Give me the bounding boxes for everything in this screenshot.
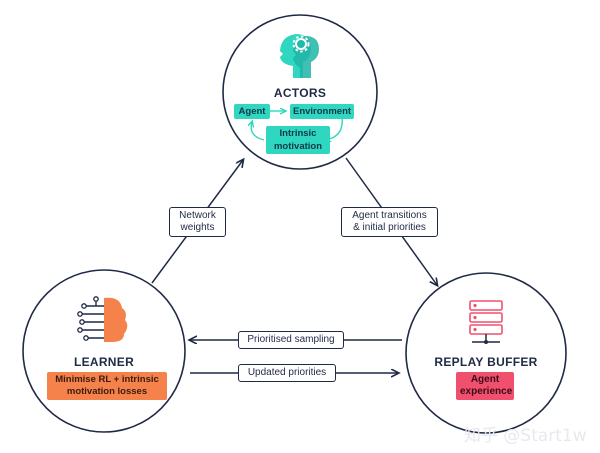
agent-experience-pill: Agent experience [456, 372, 514, 400]
replay-buffer-node [405, 272, 567, 434]
watermark-text: 知乎 @Start1w [464, 426, 587, 446]
agent-transitions-label: Agent transitions & initial priorities [341, 207, 438, 237]
actors-node [222, 14, 378, 170]
learner-node [22, 269, 186, 433]
head-gear-icon [280, 34, 319, 78]
learner-loss-pill: Minimise RL + intrinsic motivation losse… [47, 372, 167, 400]
updated-priorities-label: Updated priorities [238, 364, 336, 382]
intrinsic-motivation-pill: Intrinsic motivation [266, 126, 330, 154]
agent-pill: Agent [234, 104, 270, 119]
actors-title: ACTORS [273, 86, 327, 100]
network-weights-label: Network weights [169, 207, 226, 237]
server-stack-icon [469, 300, 503, 344]
learner-title: LEARNER [73, 355, 135, 369]
motivation-to-agent-arrow [251, 122, 265, 141]
prioritised-sampling-label: Prioritised sampling [238, 331, 344, 349]
environment-pill: Environment [290, 104, 354, 119]
replay-buffer-title: REPLAY BUFFER [434, 355, 538, 369]
brain-circuit-icon [77, 296, 128, 342]
